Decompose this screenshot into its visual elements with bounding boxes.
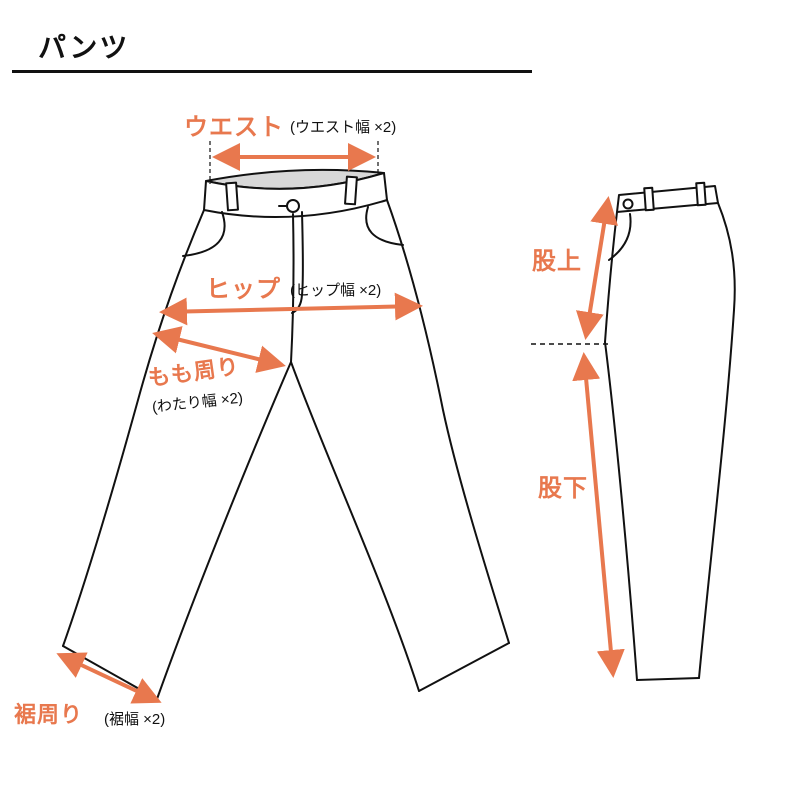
- side-belt-loop-right: [695, 181, 707, 207]
- right-inseam: [290, 361, 420, 692]
- left-inseam: [156, 361, 292, 700]
- hem-label: 裾周り: [14, 702, 84, 727]
- side-waist-button: [622, 198, 634, 210]
- hem-note: (裾幅 ×2): [104, 711, 166, 728]
- side-view-pants: [604, 181, 736, 681]
- pocket-right: [365, 206, 404, 246]
- waist-label: ウエスト: [184, 114, 284, 141]
- belt-loop-left: [225, 181, 239, 212]
- side-back-edge: [698, 202, 736, 679]
- side-belt-loop-left: [643, 186, 655, 212]
- title-underline: [12, 70, 532, 73]
- rise-label: 股上: [532, 248, 582, 275]
- front-view-pants: [62, 168, 510, 700]
- belt-loop-right: [344, 175, 358, 206]
- hem-arrow: [56, 652, 162, 704]
- page-title: パンツ: [38, 32, 130, 63]
- right-outer-seam: [386, 199, 510, 644]
- center-front-seam: [290, 213, 295, 363]
- left-outer-seam: [62, 209, 205, 647]
- thigh-arrow: [152, 326, 286, 373]
- inseam-arrow: [572, 352, 625, 678]
- waist-button: [286, 199, 300, 213]
- waist-note: (ウエスト幅 ×2): [290, 119, 397, 136]
- hip-note: (ヒップ幅 ×2): [290, 282, 382, 299]
- pocket-left: [182, 211, 226, 257]
- side-front-rise: [604, 211, 618, 343]
- rise-arrow: [576, 196, 618, 340]
- left-hem: [62, 645, 158, 700]
- waist-guide-lines: [209, 141, 379, 184]
- inseam-label: 股下: [538, 475, 588, 502]
- hip-label: ヒップ: [206, 276, 281, 303]
- hip-arrow: [159, 292, 423, 326]
- side-hem: [636, 677, 700, 681]
- right-hem: [418, 642, 510, 692]
